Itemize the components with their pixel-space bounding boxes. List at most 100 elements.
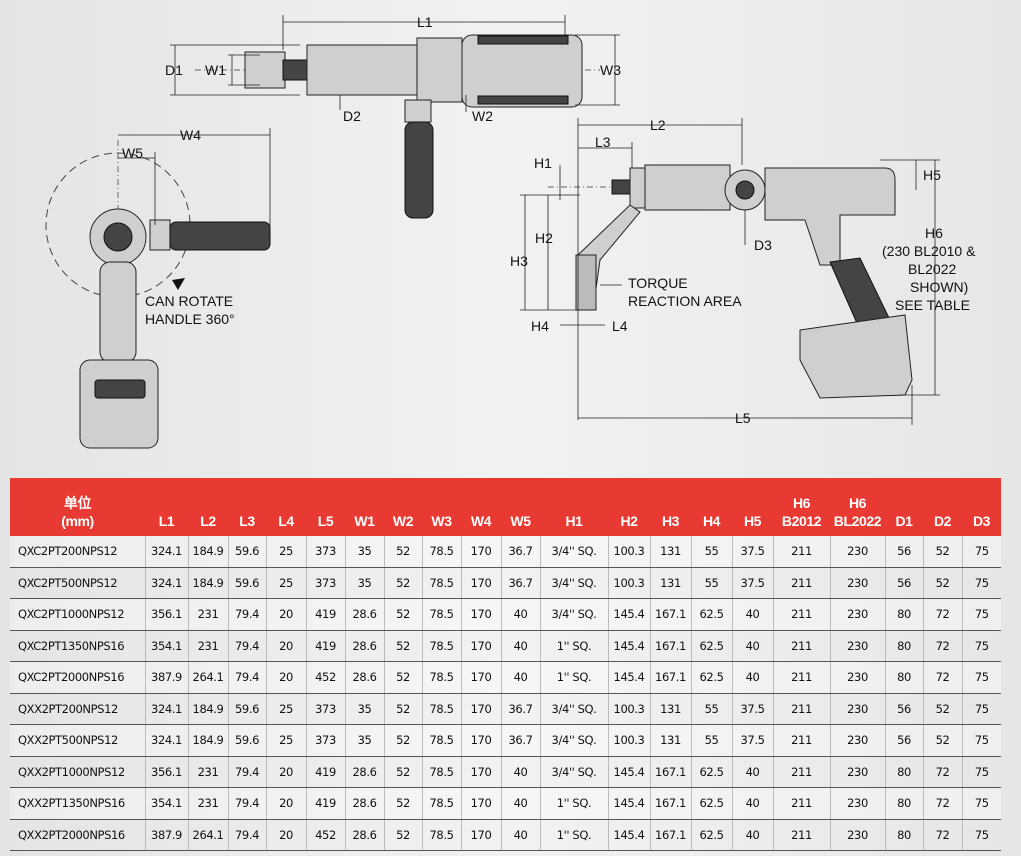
value-cell: 211 <box>772 630 830 662</box>
column-header: D1 <box>885 478 923 536</box>
value-cell: 3/4'' SQ. <box>539 693 608 725</box>
label-L4: L4 <box>612 318 628 334</box>
value-cell: 452 <box>305 819 345 851</box>
column-header: H5 <box>732 478 773 536</box>
value-cell: 167.1 <box>649 756 691 788</box>
value-cell: 230 <box>829 567 885 599</box>
value-cell: 62.5 <box>690 630 732 662</box>
model-cell: QXX2PT2000NPS16 <box>10 819 145 851</box>
value-cell: 78.5 <box>421 724 461 757</box>
model-cell: QXX2PT500NPS12 <box>10 724 145 757</box>
value-cell: 80 <box>884 598 923 631</box>
value-cell: 1'' SQ. <box>539 787 608 820</box>
value-cell: 28.6 <box>344 630 384 662</box>
top-view-drawing: L1 D1 W1 W3 D2 W2 <box>165 14 621 219</box>
label-H5: H5 <box>923 167 941 183</box>
value-cell: 79.4 <box>227 630 266 662</box>
value-cell: 56 <box>884 536 923 568</box>
value-cell: 62.5 <box>690 787 732 820</box>
value-cell: 145.4 <box>607 787 650 820</box>
value-cell: 184.9 <box>187 567 228 599</box>
value-cell: 356.1 <box>144 756 188 788</box>
value-cell: 52 <box>922 724 962 757</box>
value-cell: 354.1 <box>144 787 188 820</box>
column-header: W2 <box>384 478 422 536</box>
label-W3: W3 <box>600 62 621 78</box>
value-cell: 55 <box>690 693 732 725</box>
value-cell: 167.1 <box>649 598 691 631</box>
value-cell: 145.4 <box>607 598 650 631</box>
column-header: L4 <box>266 478 306 536</box>
value-cell: 211 <box>772 693 830 725</box>
value-cell: 78.5 <box>421 819 461 851</box>
value-cell: 373 <box>305 567 345 599</box>
value-cell: 80 <box>884 756 923 788</box>
label-H4: H4 <box>531 318 549 334</box>
value-cell: 211 <box>772 536 830 568</box>
value-cell: 75 <box>961 630 1001 662</box>
value-cell: 230 <box>829 819 885 851</box>
value-cell: 3/4'' SQ. <box>539 756 608 788</box>
label-H2: H2 <box>535 230 553 246</box>
value-cell: 52 <box>383 693 422 725</box>
value-cell: 184.9 <box>187 536 228 568</box>
value-cell: 1'' SQ. <box>539 661 608 694</box>
value-cell: 131 <box>649 536 691 568</box>
value-cell: 167.1 <box>649 819 691 851</box>
column-header: D2 <box>923 478 962 536</box>
value-cell: 37.5 <box>731 567 773 599</box>
value-cell: 62.5 <box>690 756 732 788</box>
value-cell: 55 <box>690 536 732 568</box>
value-cell: 373 <box>305 536 345 568</box>
value-cell: 20 <box>265 661 306 694</box>
value-cell: 230 <box>829 598 885 631</box>
value-cell: 40 <box>500 598 540 631</box>
value-cell: 324.1 <box>144 567 188 599</box>
value-cell: 231 <box>187 787 228 820</box>
value-cell: 62.5 <box>690 661 732 694</box>
value-cell: 40 <box>731 630 773 662</box>
column-header: L5 <box>306 478 345 536</box>
value-cell: 56 <box>884 567 923 599</box>
h6-note-line4: SEE TABLE <box>895 297 970 313</box>
value-cell: 354.1 <box>144 630 188 662</box>
value-cell: 145.4 <box>607 630 650 662</box>
value-cell: 72 <box>922 756 962 788</box>
value-cell: 170 <box>460 598 501 631</box>
value-cell: 387.9 <box>144 819 188 851</box>
value-cell: 25 <box>265 693 306 725</box>
column-header: W5 <box>501 478 540 536</box>
column-header: D3 <box>962 478 1001 536</box>
value-cell: 75 <box>961 787 1001 820</box>
value-cell: 52 <box>383 787 422 820</box>
value-cell: 170 <box>460 630 501 662</box>
value-cell: 37.5 <box>731 536 773 568</box>
value-cell: 230 <box>829 756 885 788</box>
value-cell: 100.3 <box>607 724 650 757</box>
value-cell: 211 <box>772 724 830 757</box>
value-cell: 40 <box>731 661 773 694</box>
value-cell: 170 <box>460 661 501 694</box>
rotate-note-line2: HANDLE 360° <box>145 311 235 327</box>
value-cell: 56 <box>884 693 923 725</box>
value-cell: 211 <box>772 787 830 820</box>
value-cell: 452 <box>305 661 345 694</box>
value-cell: 170 <box>460 724 501 757</box>
value-cell: 324.1 <box>144 536 188 568</box>
value-cell: 75 <box>961 693 1001 725</box>
value-cell: 79.4 <box>227 756 266 788</box>
value-cell: 40 <box>731 819 773 851</box>
value-cell: 80 <box>884 819 923 851</box>
value-cell: 211 <box>772 819 830 851</box>
value-cell: 79.4 <box>227 819 266 851</box>
value-cell: 72 <box>922 787 962 820</box>
value-cell: 75 <box>961 567 1001 599</box>
h6-note-line2: BL2022 <box>908 261 956 277</box>
value-cell: 78.5 <box>421 787 461 820</box>
